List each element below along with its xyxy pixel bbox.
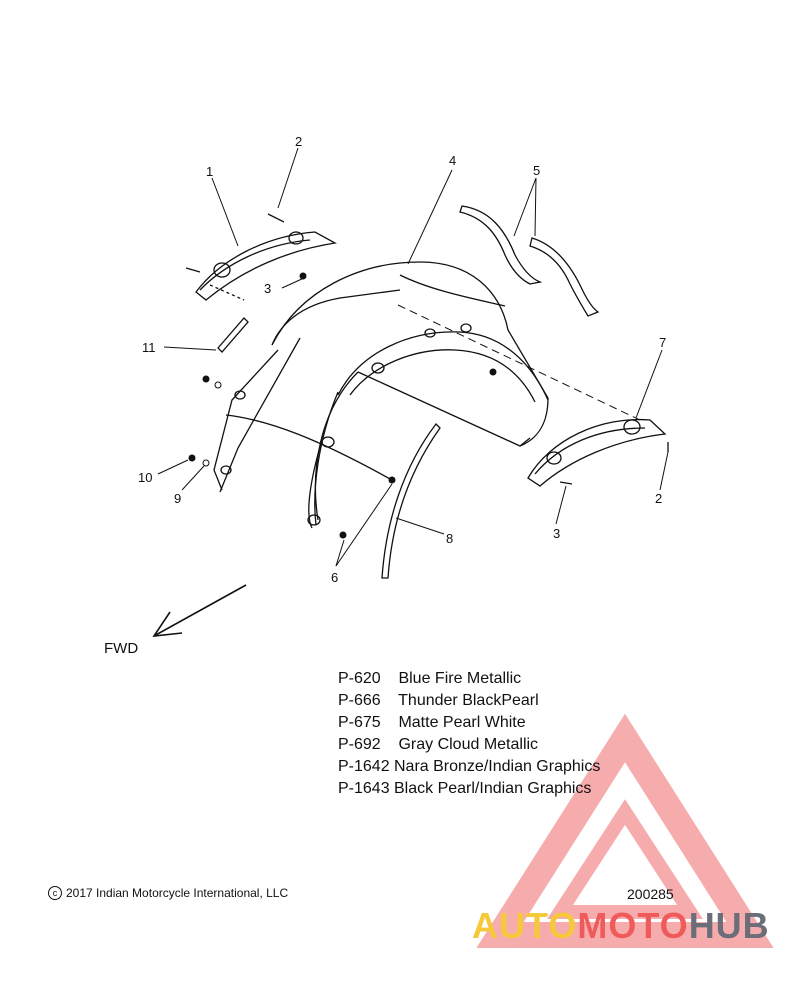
- callout-8: 8: [446, 531, 453, 546]
- callout-2b: 2: [655, 491, 662, 506]
- paint-code: P-1643: [338, 780, 390, 797]
- callout-7: 7: [659, 335, 666, 350]
- callout-5: 5: [533, 163, 540, 178]
- paint-name: Blue Fire Metallic: [398, 670, 522, 687]
- paint-code: P-620: [338, 670, 381, 687]
- forward-arrow-icon: [152, 584, 247, 637]
- drawing-number: 200285: [627, 886, 674, 902]
- paint-code: P-692: [338, 736, 381, 753]
- paint-code-row: P-692 Gray Cloud Metallic: [338, 734, 600, 756]
- callout-3: 3: [264, 281, 271, 296]
- watermark-brand-text: AUTOMOTOHUB: [472, 905, 770, 947]
- fastener-hardware: [188, 272, 497, 539]
- paint-code-row: P-666 Thunder BlackPearl: [338, 690, 600, 712]
- brand-part-moto: MOTO: [577, 905, 689, 946]
- paint-name: Thunder BlackPearl: [398, 692, 539, 709]
- callout-11: 11: [142, 340, 156, 355]
- callout-3b: 3: [553, 526, 560, 541]
- copyright-icon: c: [48, 886, 62, 900]
- callout-6: 6: [331, 570, 338, 585]
- brand-part-auto: AUTO: [472, 905, 578, 946]
- right-rail-bracket-part: [527, 418, 669, 487]
- callout-leaders: [157, 147, 669, 567]
- callout-1: 1: [206, 164, 213, 179]
- forward-direction-label: FWD: [104, 640, 139, 657]
- paint-name: Black Pearl/Indian Graphics: [394, 780, 592, 797]
- paint-code: P-675: [338, 714, 381, 731]
- paint-name: Matte Pearl White: [398, 714, 526, 731]
- trim-strip-part: [459, 205, 600, 317]
- paint-code-row: P-620 Blue Fire Metallic: [338, 668, 600, 690]
- copyright-notice: c 2017 Indian Motorcycle International, L…: [48, 886, 288, 900]
- brand-part-hub: HUB: [688, 905, 770, 946]
- paint-code: P-666: [338, 692, 381, 709]
- reflector-strip-part: [217, 317, 249, 353]
- left-rail-bracket-part: [185, 213, 337, 301]
- callout-4: 4: [449, 153, 456, 168]
- callout-2: 2: [295, 134, 302, 149]
- copyright-text: 2017 Indian Motorcycle International, LL…: [66, 886, 289, 900]
- paint-name: Nara Bronze/Indian Graphics: [394, 758, 601, 775]
- paint-code-row: P-675 Matte Pearl White: [338, 712, 600, 734]
- edge-trim-part: [381, 423, 441, 579]
- callout-9: 9: [174, 491, 181, 506]
- watermark-logo-icon: [476, 713, 774, 948]
- paint-code-legend: P-620 Blue Fire Metallic P-666 Thunder B…: [338, 668, 600, 800]
- rear-fender-part: [213, 261, 641, 529]
- callout-10: 10: [138, 470, 152, 485]
- paint-code: P-1642: [338, 758, 390, 775]
- paint-name: Gray Cloud Metallic: [398, 736, 539, 753]
- callout-labels: 1 2 3 4 5 11 10 9 6 8 7 2 3: [138, 134, 666, 585]
